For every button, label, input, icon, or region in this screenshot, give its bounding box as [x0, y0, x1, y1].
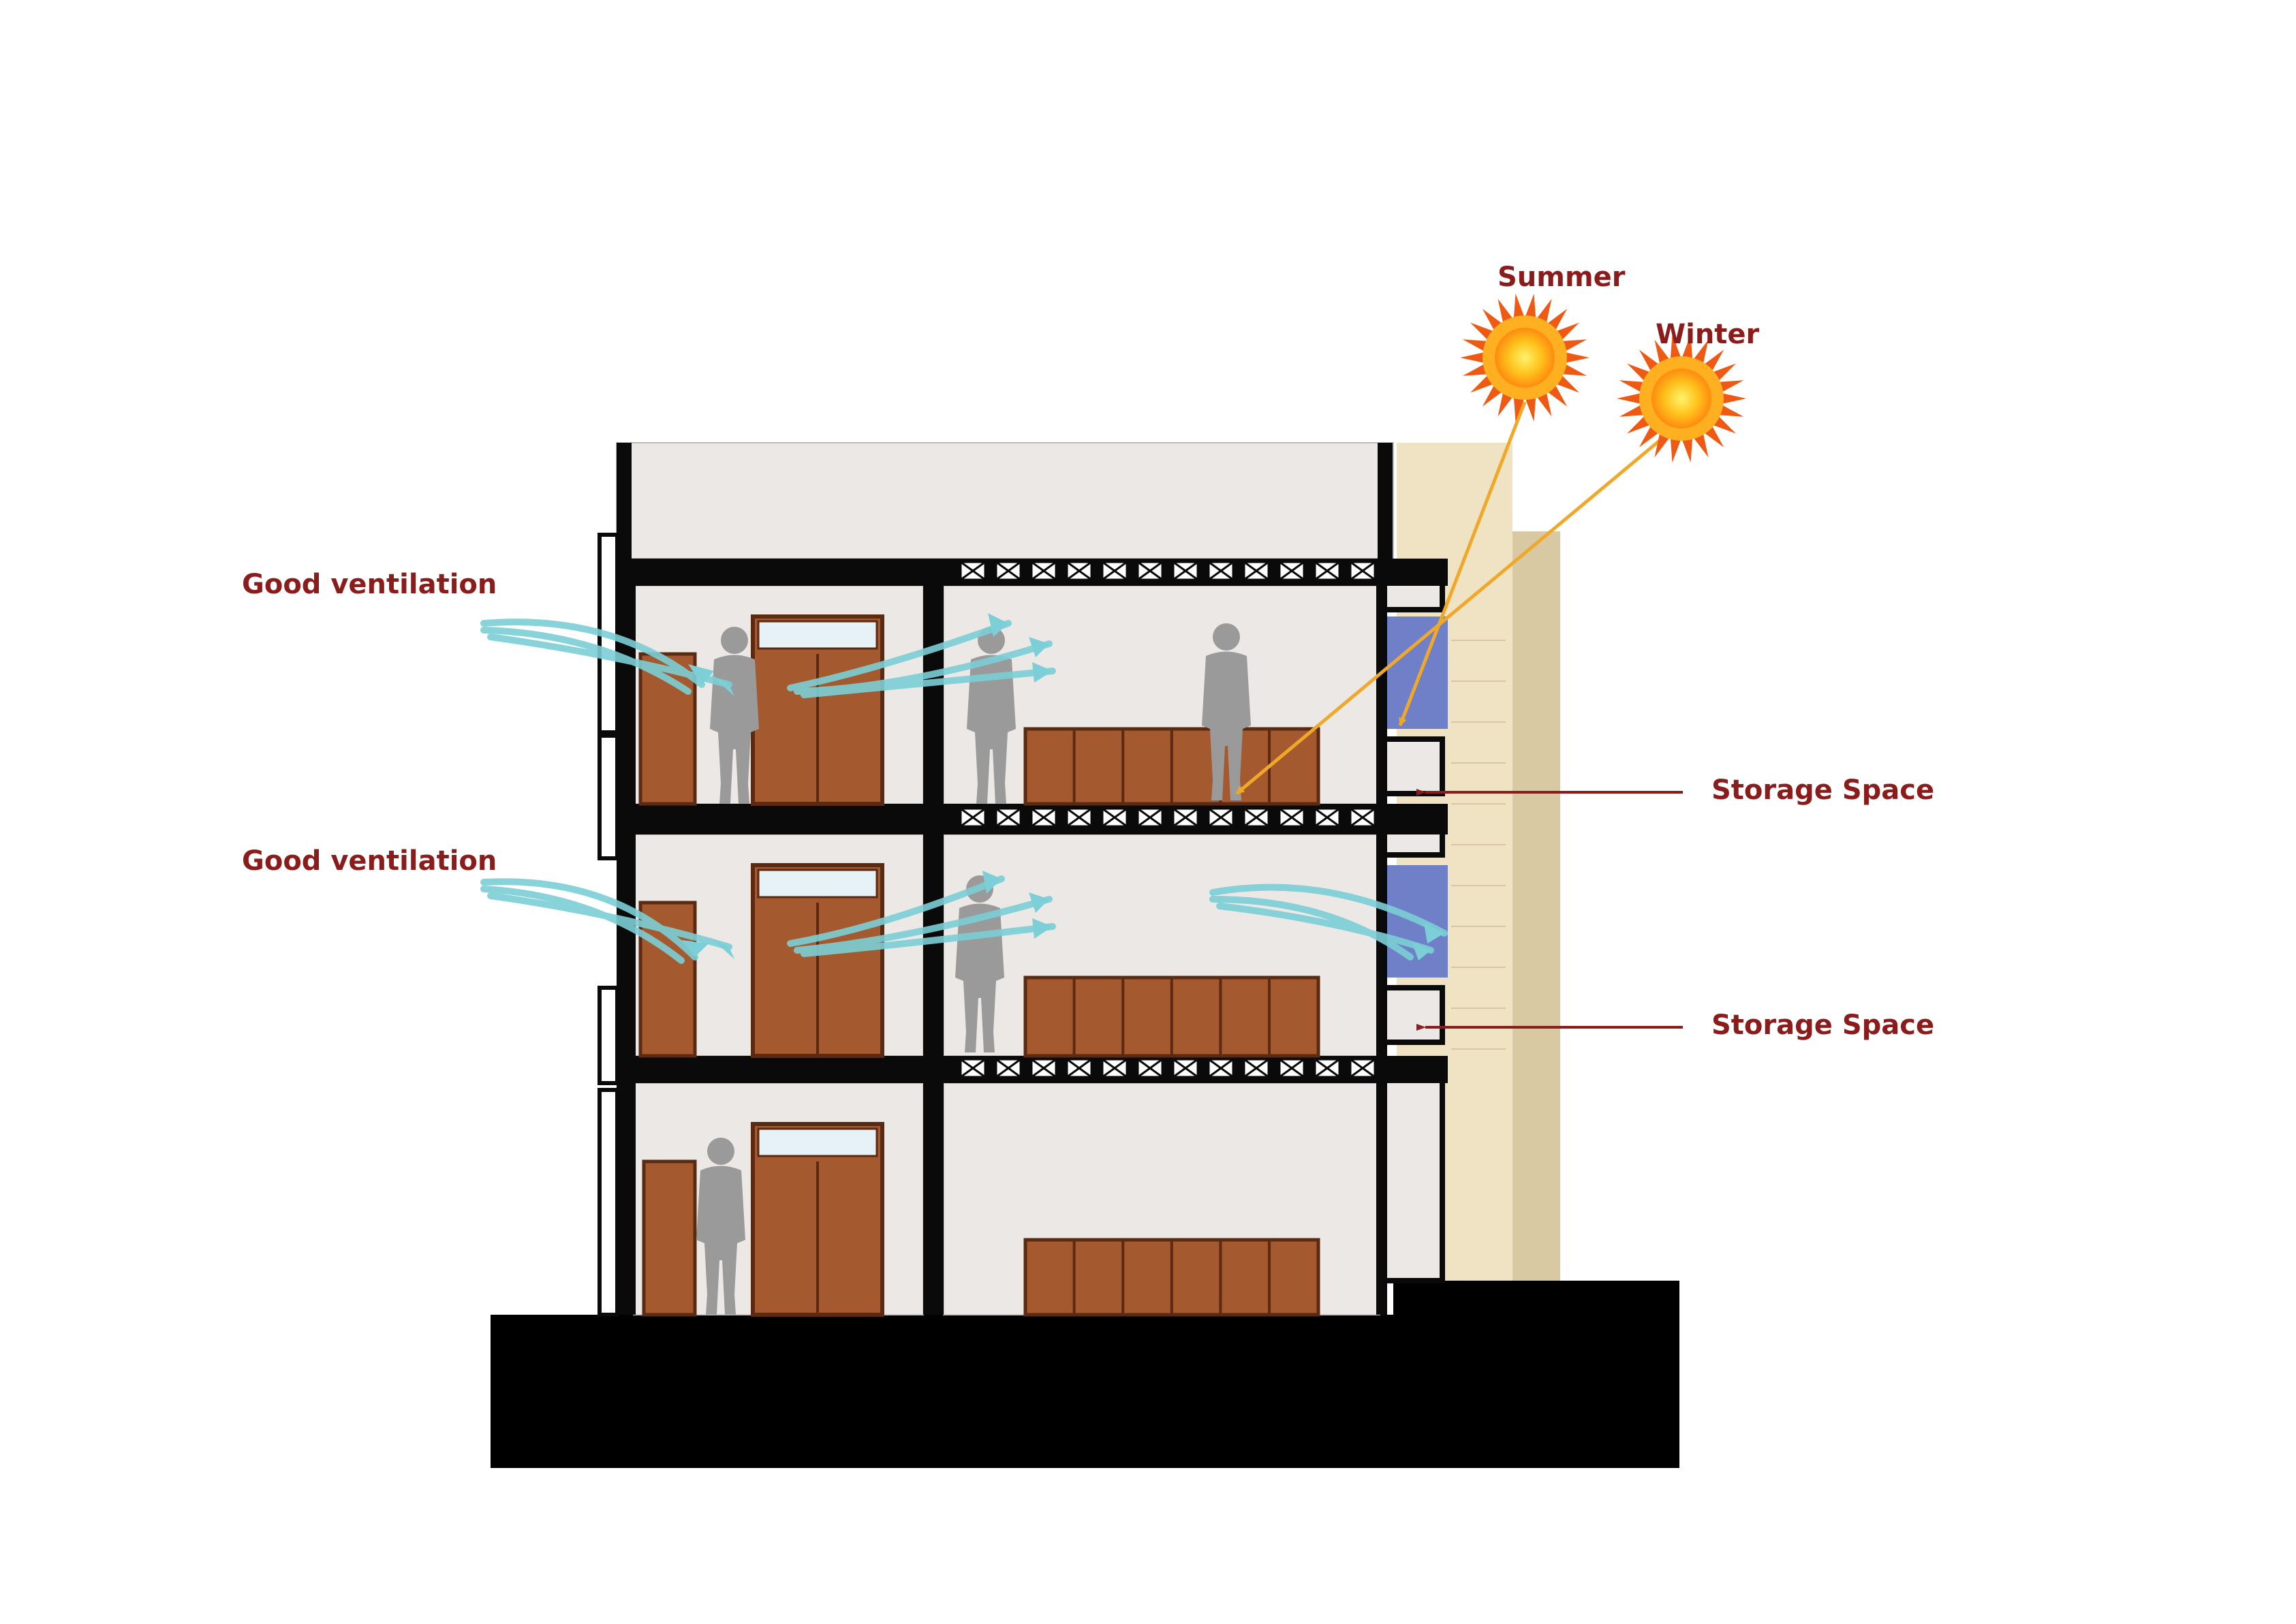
ventilation-label-upper: Good ventilation [242, 569, 497, 600]
roof-parapet [616, 442, 1394, 559]
glazing-panels [1383, 616, 1448, 978]
floor-joists [959, 561, 1376, 1078]
left-facade-windows [598, 533, 619, 1317]
storage-pointers [1416, 789, 1683, 1031]
ground-mass [491, 1315, 1679, 1468]
parapet-post-left [617, 443, 632, 559]
glazing-upper [1383, 616, 1448, 729]
airflow-arrowheads [681, 613, 1444, 961]
screen-wall-lines [1451, 640, 1506, 1050]
screen-wall-back [1506, 531, 1560, 1281]
doors [638, 614, 884, 1317]
storage-label-lower: Storage Space [1711, 1010, 1934, 1041]
sun-summer-icon [1460, 294, 1589, 422]
parapet-post-right [1378, 443, 1393, 559]
ground-mass-right [1393, 1281, 1679, 1322]
sun-winter-icon [1617, 334, 1746, 463]
winter-label: Winter [1656, 319, 1760, 350]
sun-rays [1235, 401, 1662, 795]
ventilation-label-lower: Good ventilation [242, 845, 497, 877]
storage-label-upper: Storage Space [1711, 775, 1934, 806]
summer-label: Summer [1498, 262, 1626, 293]
